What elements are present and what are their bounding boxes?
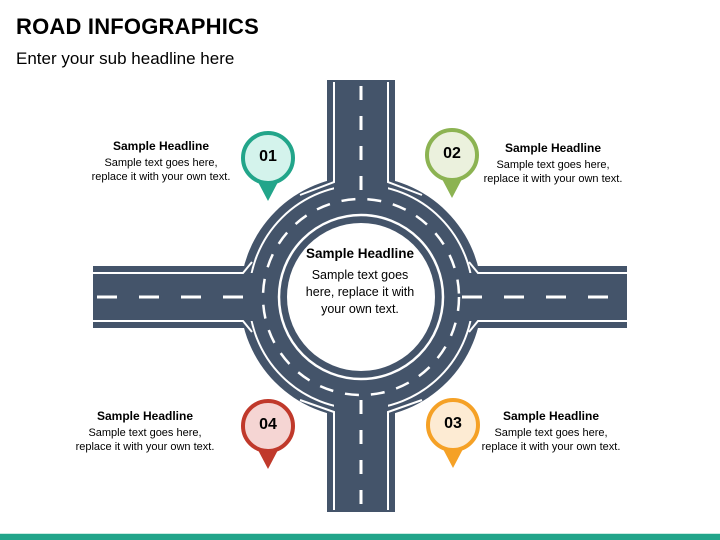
pin-04 (241, 399, 295, 469)
item-01-headline: Sample Headline (112, 139, 210, 153)
item-04-text: Sample text goes here, replace it with y… (75, 427, 215, 453)
center-text-block: Sample Headline Sample text goes here, r… (300, 244, 420, 318)
center-text: Sample text goes here, replace it with y… (305, 268, 415, 316)
center-headline: Sample Headline (305, 246, 415, 261)
road-graphic (93, 80, 627, 512)
item-04-text-block: Sample Headline Sample text goes here, r… (70, 409, 220, 454)
item-03-headline: Sample Headline (502, 409, 600, 423)
page-subtitle: Enter your sub headline here (16, 49, 235, 68)
item-03-text-block: Sample Headline Sample text goes here, r… (476, 409, 626, 454)
item-01-text-block: Sample Headline Sample text goes here, r… (86, 139, 236, 184)
pin-04-number: 04 (259, 416, 277, 433)
pin-03 (426, 398, 480, 468)
item-02-text-block: Sample Headline Sample text goes here, r… (478, 141, 628, 186)
pin-02 (425, 128, 479, 198)
item-02-text: Sample text goes here, replace it with y… (483, 159, 623, 185)
bottom-accent-highlight (0, 533, 720, 534)
pin-01-number: 01 (259, 148, 277, 165)
bottom-accent-bar (0, 534, 720, 540)
page-title: ROAD INFOGRAPHICS (16, 14, 259, 39)
item-03-text: Sample text goes here, replace it with y… (481, 427, 621, 453)
item-01-text: Sample text goes here, replace it with y… (91, 157, 231, 183)
pin-03-number: 03 (444, 415, 462, 432)
pin-01 (241, 131, 295, 201)
item-04-headline: Sample Headline (96, 409, 194, 423)
item-02-headline: Sample Headline (504, 141, 602, 155)
pin-02-number: 02 (443, 145, 461, 162)
